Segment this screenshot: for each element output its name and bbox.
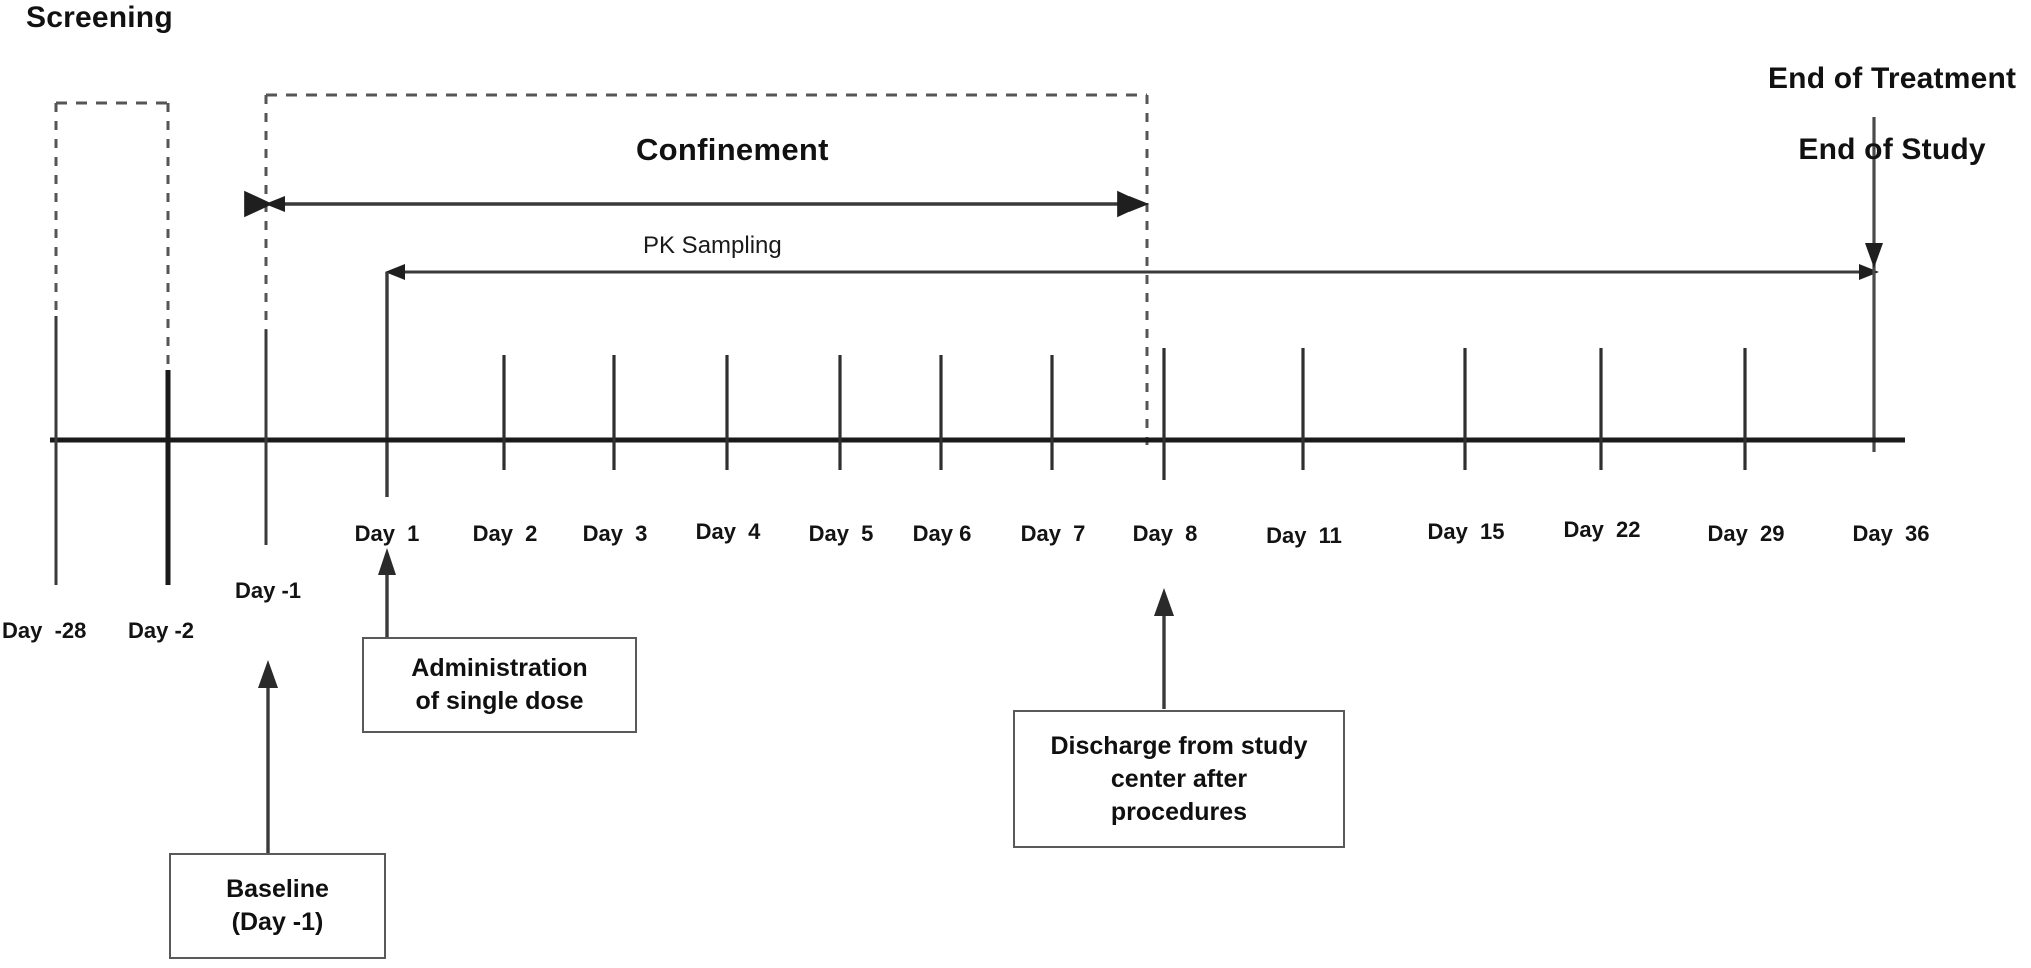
callout-discharge-line1: Discharge from study [1050,731,1308,760]
tick-label-day--28: Day -28 [2,618,87,643]
tick-label-day-11: Day 11 [1266,523,1342,548]
end-of-treatment-title: End of Treatment End of Study [1690,26,2031,203]
tick-label-day-22: Day 22 [1563,517,1641,542]
callout-dose-line2: of single dose [415,687,584,715]
end-of-treatment-line1: End of Treatment [1767,62,2017,96]
tick-label-day-15: Day 15 [1427,519,1505,544]
confinement-dashed-bracket [264,93,1149,445]
tick-label-day-5: Day 5 [808,521,874,546]
callout-administration-of-single-dose: Administration of single dose [362,637,637,733]
tick-label-day-3: Day 3 [582,521,648,546]
tick-label-day-1: Day 1 [354,521,420,546]
screening-dashed-bracket [54,101,170,440]
callout-dose-line1: Administration [411,654,588,682]
callout-baseline-line1: Baseline [226,875,329,903]
baseline-connector-arrow [258,660,278,855]
callout-discharge-from-study-center: Discharge from study center after proced… [1013,710,1345,848]
dose-connector-arrow [378,548,396,638]
tick-label-day-4: Day 4 [695,519,761,544]
tick-label-day-8: Day 8 [1132,521,1198,546]
tick-label-day--2: Day -2 [128,618,195,643]
tick-label-day-2: Day 2 [472,521,538,546]
confinement-span-arrow [244,190,1149,218]
callout-baseline-line2: (Day -1) [231,908,324,936]
end-of-study-line2: End of Study [1798,133,1986,167]
tick-label-day-29: Day 29 [1707,521,1785,546]
end-of-study-vertical-marker [1865,117,1883,452]
tick-label-day-7: Day 7 [1020,521,1086,546]
discharge-connector-arrow [1154,588,1174,709]
callout-baseline-day-minus-1: Baseline (Day -1) [169,853,386,959]
pk-sampling-span-arrow [385,264,1879,280]
tick-label-day--1: Day -1 [234,578,302,603]
callout-discharge-line2: center after [1110,764,1248,793]
pk-sampling-label: PK Sampling [643,232,782,259]
confinement-label: Confinement [636,132,829,167]
callout-discharge-line3: procedures [1110,797,1248,826]
screening-title: Screening [26,1,173,34]
tick-label-day-6: Day 6 [912,521,972,546]
tick-label-day-36: Day 36 [1852,521,1930,546]
